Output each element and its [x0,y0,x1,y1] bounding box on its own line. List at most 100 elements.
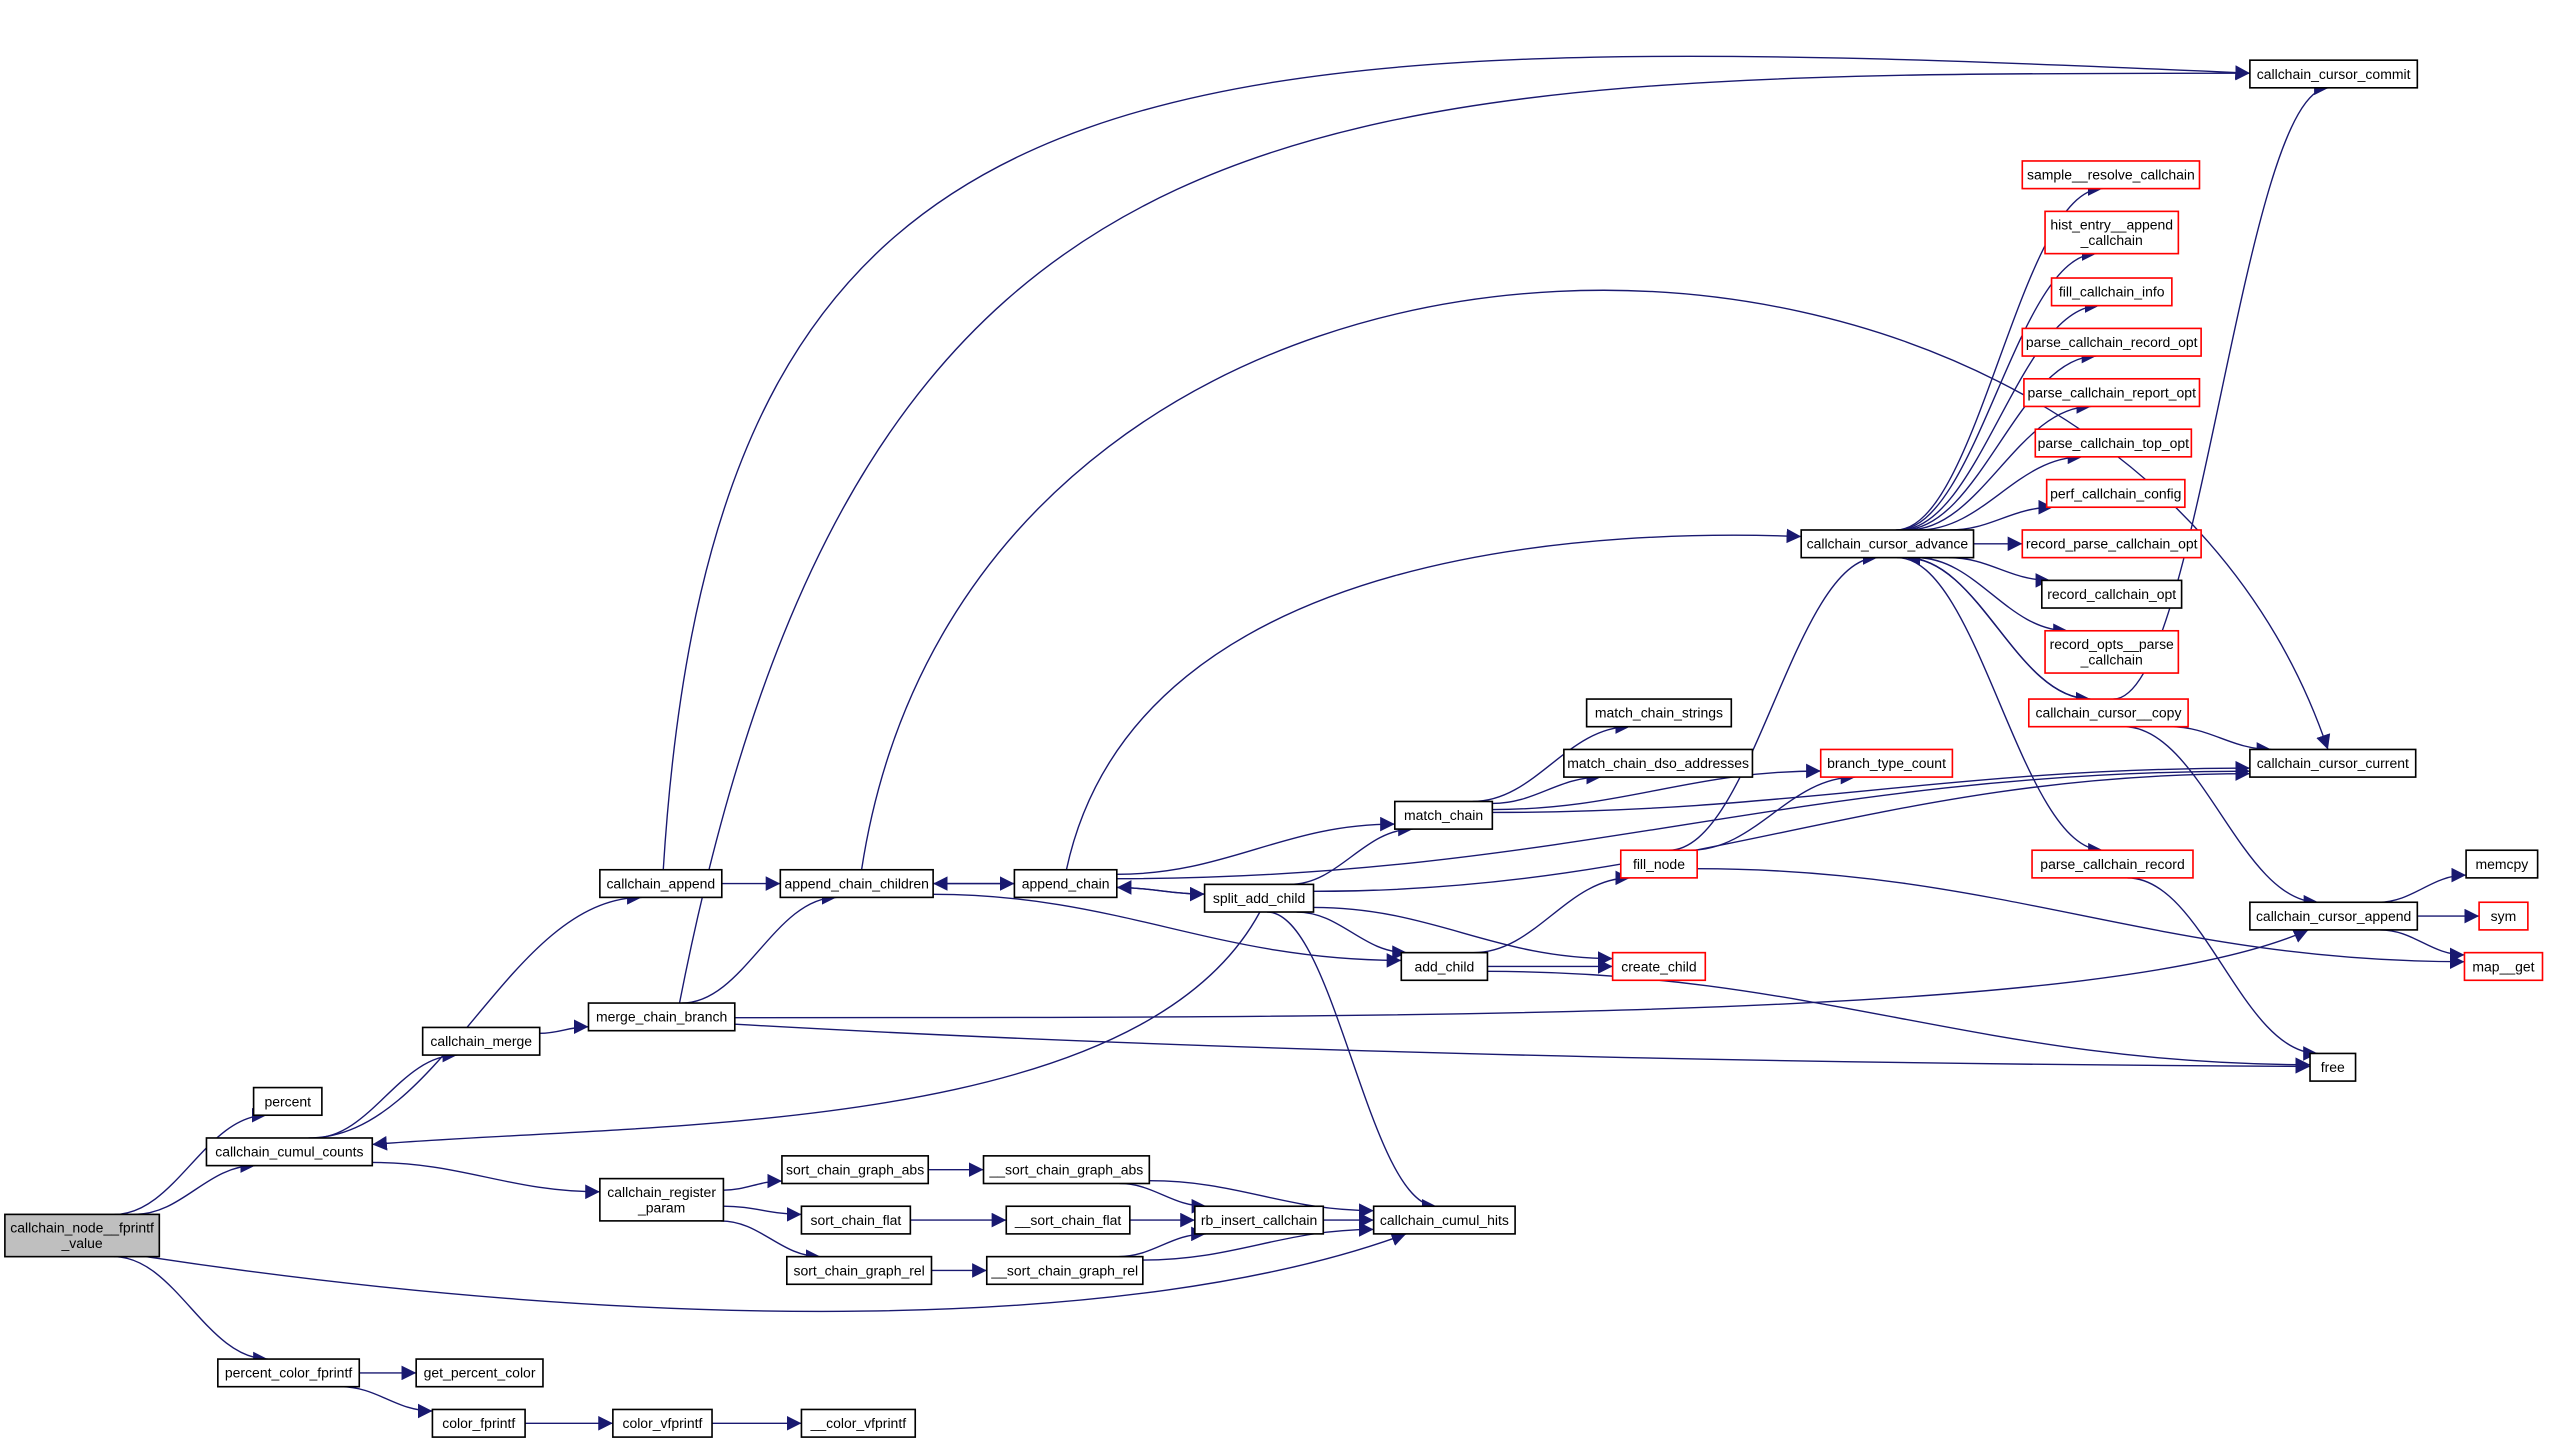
graph-node-adv[interactable]: callchain_cursor_advance [1800,529,1975,559]
graph-node-addc[interactable]: add_child [1400,951,1489,982]
node-box [982,1155,1151,1185]
call-edge-mcb-to-commit [678,65,2250,1004]
graph-node-fn[interactable]: fill_node [1619,849,1698,879]
graph-node-color_fprintf[interactable]: color_fprintf [431,1408,526,1438]
graph-node-copy[interactable]: callchain_cursor__copy [2027,698,2189,728]
graph-node-ac[interactable]: append_chain [1013,868,1118,899]
graph-node-scgr[interactable]: sort_chain_graph_rel [785,1255,933,1286]
graph-node-cc[interactable]: create_child [1611,951,1707,982]
node-box [779,868,934,899]
node-label: callchain_cursor__copy [2035,705,2181,721]
call-edge-_scgr-to-hits [1142,1222,1374,1261]
graph-node-mapget[interactable]: map__get [2463,951,2544,982]
graph-node-pcr[interactable]: parse_callchain_record [2031,849,2194,879]
call-edge-mc-to-mcda [1492,769,1602,805]
node-box [2309,1052,2357,1082]
call-edge-_scga-to-hits [1149,1180,1374,1218]
node-label: match_chain [1404,807,1483,823]
graph-node-merge[interactable]: callchain_merge [421,1026,541,1056]
graph-node-acc[interactable]: append_chain_children [779,868,934,899]
graph-node-commit[interactable]: callchain_cursor_commit [2249,59,2419,89]
graph-node-gpc[interactable]: get_percent_color [415,1358,544,1388]
node-box [2044,210,2180,255]
graph-node-mcs[interactable]: match_chain_strings [1585,698,1733,728]
graph-node-reg[interactable]: callchain_register_param [599,1177,725,1222]
graph-node-rbi[interactable]: rb_insert_callchain [1194,1205,1325,1235]
node-box [1203,883,1315,913]
node-box [2031,849,2194,879]
graph-node-scf[interactable]: sort_chain_flat [800,1205,912,1235]
graph-node-hits[interactable]: callchain_cumul_hits [1372,1205,1516,1235]
node-box [1619,849,1698,879]
node-label: callchain_cursor_current [2257,755,2409,771]
graph-node-_scgr[interactable]: __sort_chain_graph_rel [985,1255,1144,1286]
call-edge-cnfv-to-percent [114,1107,267,1216]
call-edge-copy-to-cappend [2123,725,2319,910]
call-edge-append-to-commit [662,55,2250,870]
call-edge-mcb-to-cappend [734,929,2309,1019]
call-edge-cumul_counts-to-merge [313,1047,458,1139]
graph-node-free[interactable]: free [2309,1052,2357,1082]
node-box [1563,748,1754,778]
graph-node-mc[interactable]: match_chain [1393,800,1494,830]
graph-node-src[interactable]: sample__resolve_callchain [2021,160,2201,190]
call-edge-mc-to-mcs [1472,719,1630,803]
node-label: __sort_chain_graph_rel [990,1262,1138,1278]
graph-node-cnfv[interactable]: callchain_node__fprintf_value [4,1213,161,1258]
node-label: __sort_chain_flat [1014,1212,1122,1228]
graph-node-_scf[interactable]: __sort_chain_flat [1005,1205,1131,1235]
call-edge-sac-to-hits [1267,911,1437,1214]
graph-node-cappend[interactable]: callchain_cursor_append [2249,901,2419,931]
graph-node-heac[interactable]: hist_entry__append_callchain [2044,210,2180,255]
graph-node-fci[interactable]: fill_callchain_info [2050,277,2173,307]
graph-node-btc[interactable]: branch_type_count [1819,748,1954,778]
graph-node-pcc[interactable]: perf_callchain_config [2045,478,2186,509]
graph-node-sym[interactable]: sym [2478,901,2529,931]
graph-node-color_vfprintf[interactable]: color_vfprintf [612,1408,713,1438]
node-box [2045,478,2186,509]
graph-node-__color_vfprintf[interactable]: __color_vfprintf [800,1408,917,1438]
node-box [785,1255,933,1286]
graph-node-pcto[interactable]: parse_callchain_top_opt [2034,428,2193,458]
node-box [2249,59,2419,89]
graph-node-append[interactable]: callchain_append [599,868,723,899]
node-label: append_chain_children [784,875,928,891]
node-label: split_add_child [1213,890,1305,906]
graph-node-percent[interactable]: percent [252,1086,323,1117]
node-label: callchain_cursor_advance [1807,536,1969,552]
node-box [1819,748,1954,778]
graph-node-scga[interactable]: sort_chain_graph_abs [781,1155,930,1185]
graph-node-mcda[interactable]: match_chain_dso_addresses [1563,748,1754,778]
node-label: free [2321,1059,2345,1075]
graph-node-sac[interactable]: split_add_child [1203,883,1315,913]
call-edge-cappend-to-mapget [2380,929,2465,963]
node-label: parse_callchain_report_opt [2027,384,2196,400]
graph-node-pcrep[interactable]: parse_callchain_report_opt [2023,377,2201,408]
node-label: _callchain [2080,232,2143,248]
call-edge-pcr-to-free [2127,877,2318,1061]
node-label: color_vfprintf [622,1415,702,1431]
graph-node-mcb[interactable]: merge_chain_branch [587,1002,736,1032]
nodes-layer: callchain_node__fprintf_value percent call… [4,59,2544,1438]
graph-node-ropc[interactable]: record_opts__parse_callchain [2044,629,2180,674]
node-label: add_child [1414,958,1474,974]
node-box [800,1205,912,1235]
graph-node-rco[interactable]: record_callchain_opt [2040,579,2183,609]
call-edge-adv-to-pcr [1897,556,2103,858]
graph-node-memcpy[interactable]: memcpy [2465,849,2539,879]
call-edge-sac-to-cumul_counts [372,911,1261,1151]
graph-node-rpco[interactable]: record_parse_callchain_opt [2021,529,2202,559]
call-edge-sac-to-cc [1313,906,1613,966]
call-edge-adv-to-pcro [1902,348,2097,531]
graph-node-cumul_counts[interactable]: callchain_cumul_counts [205,1137,374,1167]
graph-node-current[interactable]: callchain_cursor_current [2249,748,2417,778]
call-edge-sac-to-addc [1296,911,1407,960]
graph-node-pcro[interactable]: parse_callchain_record_opt [2021,327,2202,357]
call-edge-mc-to-btc [1492,763,1821,811]
graph-node-_scga[interactable]: __sort_chain_graph_abs [982,1155,1151,1185]
node-label: sample__resolve_callchain [2027,167,2195,183]
node-label: sort_chain_graph_abs [786,1162,924,1178]
graph-node-pcf[interactable]: percent_color_fprintf [217,1358,361,1388]
call-edge-ac-to-current [1116,763,2250,880]
edges-layer [113,55,2480,1431]
